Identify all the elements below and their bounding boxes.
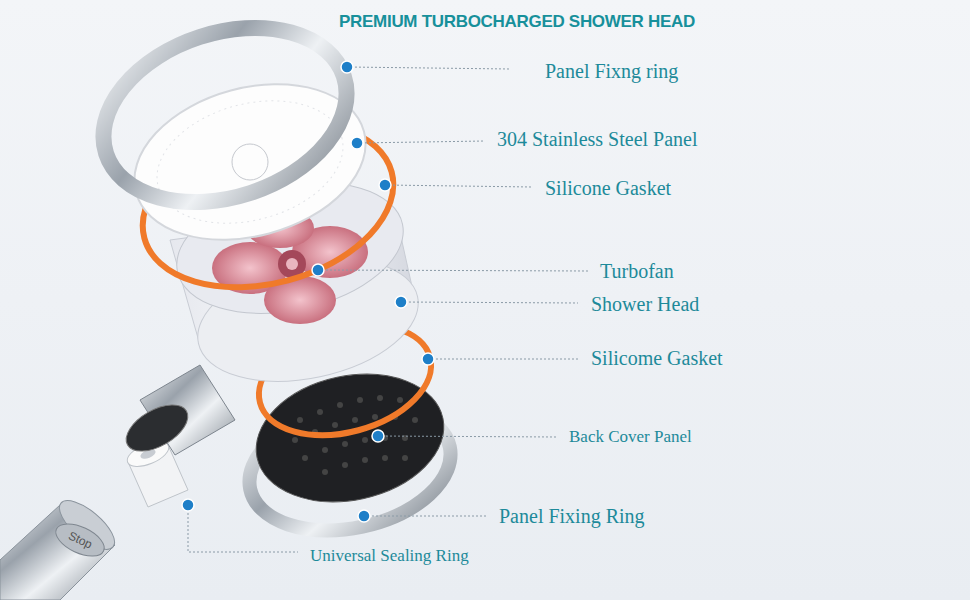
part-label: Back Cover Panel xyxy=(569,427,692,447)
handle xyxy=(0,492,122,600)
part-label: 304 Stainless Steel Panel xyxy=(497,128,698,151)
part-label: Panel Fixng ring xyxy=(545,60,678,83)
part-label: Turbofan xyxy=(600,260,674,283)
part-label: Silicone Gasket xyxy=(545,177,671,200)
part-label: Panel Fixing Ring xyxy=(499,505,645,528)
fixing-ring xyxy=(81,0,369,232)
neck-connector xyxy=(119,365,235,461)
part-label: Shower Head xyxy=(591,293,699,316)
part-label: Silicome Gasket xyxy=(591,347,723,370)
diagram-title: PREMIUM TURBOCHARGED SHOWER HEAD xyxy=(339,12,695,32)
part-label: Universal Sealing Ring xyxy=(310,546,469,566)
leader-dots xyxy=(182,61,434,522)
